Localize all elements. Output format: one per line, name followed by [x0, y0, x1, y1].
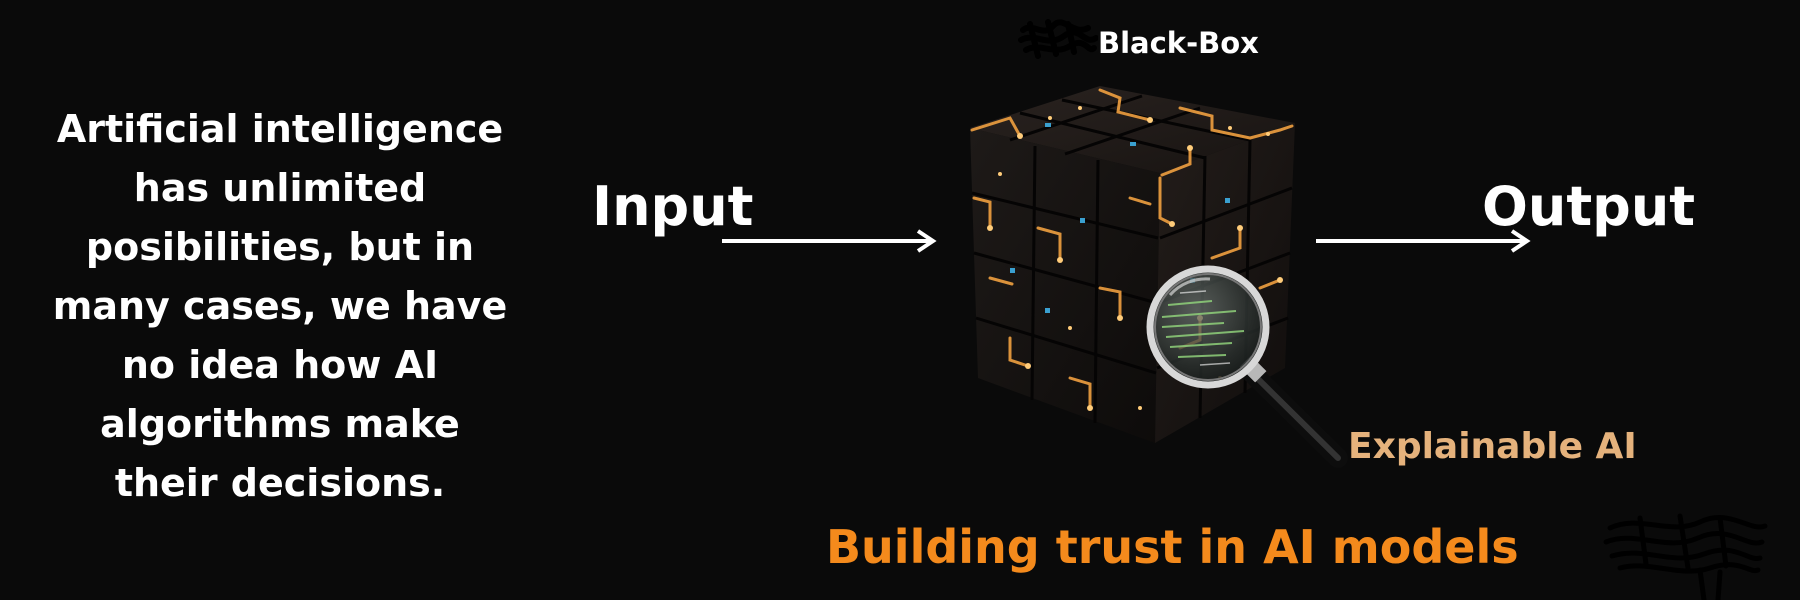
tagline: Building trust in AI models: [826, 520, 1519, 574]
intro-line: their decisions.: [114, 461, 446, 505]
output-arrow-icon: [1316, 229, 1531, 253]
intro-line: many cases, we have: [52, 284, 508, 328]
magnifying-glass-icon: [1146, 265, 1348, 468]
redaction-scribble-icon: [1603, 513, 1768, 600]
intro-line: posibilities, but in: [85, 225, 475, 269]
intro-line: has unlimited: [133, 166, 427, 210]
input-arrow-icon: [722, 229, 937, 253]
intro-text: Artificial intelligence has unlimited po…: [40, 100, 520, 513]
intro-line: Artificial intelligence: [56, 107, 504, 151]
output-label: Output: [1482, 175, 1696, 238]
input-label: Input: [592, 175, 754, 238]
intro-line: no idea how AI: [121, 343, 439, 387]
black-box-label: Black-Box: [1098, 26, 1259, 60]
explainable-ai-label: Explainable AI: [1348, 426, 1637, 467]
redaction-scribble-icon: [1018, 19, 1098, 59]
intro-line: algorithms make: [100, 402, 460, 446]
